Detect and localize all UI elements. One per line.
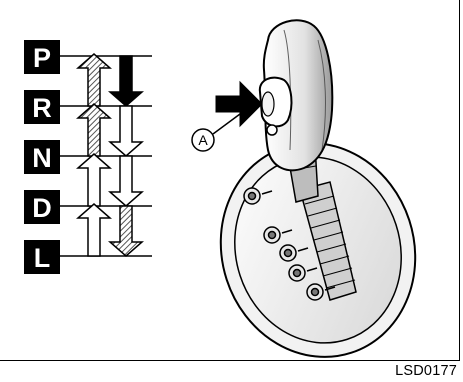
indicator-p [243, 187, 273, 205]
shift-arrows [76, 53, 144, 257]
shifter-console [219, 142, 417, 358]
gear-p-label: P [24, 40, 60, 74]
up-arrow-n-to-r [76, 103, 112, 157]
gear-d-letter: D [32, 193, 52, 223]
shift-lever-icon [262, 19, 334, 203]
gear-r-label: R [24, 90, 60, 124]
push-arrow-icon [215, 80, 263, 128]
indicator-l [306, 283, 336, 301]
gear-l-letter: L [34, 243, 51, 273]
gear-r-letter: R [32, 93, 52, 123]
indicator-d [288, 264, 318, 282]
up-arrow-r-to-p [76, 53, 112, 107]
gear-separator-lines [60, 55, 152, 257]
down-arrow-r-to-n [108, 105, 144, 157]
gear-n-label: N [24, 140, 60, 174]
gear-labels: P R N D L [24, 40, 60, 274]
gear-p-letter: P [33, 43, 51, 73]
figure-code: LSD0177 [395, 363, 457, 379]
figure-frame [0, 0, 460, 361]
indicator-r [263, 226, 293, 244]
callout-a: A [191, 113, 241, 152]
indicator-n [279, 244, 309, 262]
gate-detents [304, 195, 356, 289]
up-arrow-l-to-d [76, 203, 112, 257]
shift-lock-button-icon [258, 76, 293, 136]
callout-a-letter: A [198, 132, 208, 148]
gear-l-label: L [24, 240, 60, 274]
down-arrow-p-to-r [108, 55, 144, 107]
up-arrow-d-to-n [76, 153, 112, 207]
down-arrow-n-to-d [108, 155, 144, 207]
gear-d-label: D [24, 190, 60, 224]
down-arrow-d-to-l [108, 205, 144, 257]
gear-n-letter: N [32, 143, 52, 173]
position-indicators [243, 187, 336, 301]
